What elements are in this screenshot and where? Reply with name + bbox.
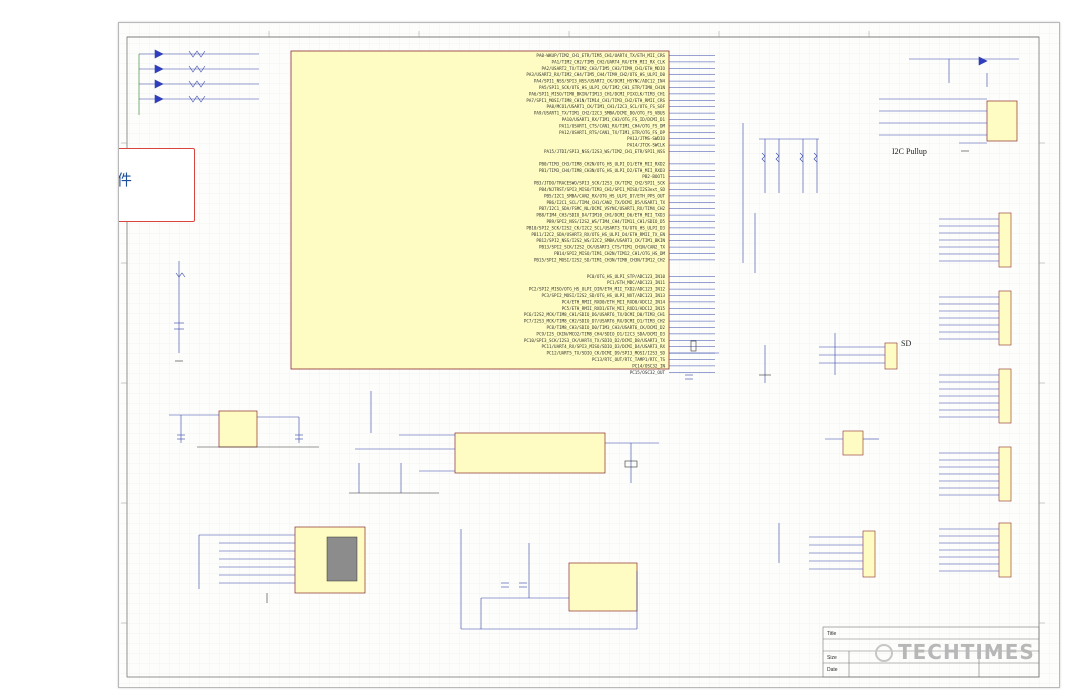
mcu-pin-label: PA8/MCO1/USART1_CK/TIM1_CH1/I2C3_SCL/OTG…	[547, 104, 666, 109]
mcu-pin-label: PC1/ETH_MDC/ADC123_IN11	[607, 280, 665, 285]
mcu-pin-label: PB6/I2C1_SCL/TIM4_CH1/CAN2_TX/DCMI_D5/US…	[547, 200, 666, 205]
mcu-pin-label: PA0-WKUP/TIM2_CH1_ETR/TIM5_CH1/UART4_TX/…	[536, 53, 665, 58]
mcu-pin-label: PB13/SPI2_SCK/I2S2_CK/USART3_CTS/TIM1_CH…	[539, 245, 666, 250]
mcu-pin-label: PC6/I2S2_MCK/TIM8_CH1/SDIO_D6/USART6_TX/…	[524, 312, 666, 317]
mcu-pin-label: PC15/OSC32_OUT	[630, 370, 666, 375]
svg-text:Title: Title	[827, 631, 836, 637]
title-block	[822, 626, 1040, 678]
current-measure-jumper	[842, 430, 864, 456]
mcu-pin-label: PC9/I2S_CKIN/MCO2/TIM8_CH4/SDIO_D1/I2C3_…	[536, 331, 665, 336]
mcu-pin-label: PA7/SPI1_MOSI/TIM8_CH1N/TIM14_CH1/TIM3_C…	[526, 98, 665, 103]
mcu-pin-label: PC13/RTC_OUT/RTC_TAMP1/RTC_TS	[592, 357, 666, 362]
mcu-pin-label: PB2-BOOT1	[642, 174, 665, 179]
mcu-pin-label: PC7/I2S3_MCK/TIM8_CH2/SDIO_D7/USART6_RX/…	[524, 319, 666, 324]
mcu-pin-label: PC0/OTG_HS_ULPI_STP/ADC123_IN10	[587, 274, 666, 279]
mcu-pin-label: PB8/TIM4_CH3/SDIO_D4/TIM10_CH1/DCMI_D6/E…	[536, 213, 665, 218]
frame-zone-ticks	[121, 31, 1045, 624]
reset-button	[174, 261, 186, 362]
watermark: TECHTIMES	[898, 640, 1035, 664]
mcu-pin-label: PA9/USART1_TX/TIM1_CH2/I2C3_SMBA/DCMI_D0…	[534, 111, 666, 116]
mcu-pin-label: PB9/SPI2_NSS/I2S2_WS/TIM4_CH4/TIM11_CH1/…	[547, 219, 666, 224]
mcu-pin-label: PA1/TIM2_CH2/TIM5_CH2/UART4_RX/ETH_MII_R…	[552, 59, 666, 64]
mcu-pin-label: PA6/SPI1_MISO/TIM8_BKIN/TIM13_CH1/DCMI_P…	[529, 91, 666, 96]
mcu-pin-label: PC14/OSC32_IN	[632, 363, 665, 368]
usb-protection-ic	[986, 100, 1018, 142]
annotation-box: AD格式原文件	[118, 148, 195, 222]
svg-text:Size: Size	[827, 655, 837, 661]
mcu-pin-label: PA3/USART2_RX/TIM2_CH4/TIM5_CH4/TIM9_CH2…	[526, 72, 665, 77]
mcu-pin-label: PB12/SPI2_NSS/I2S2_WS/I2C2_SMBA/USART3_C…	[536, 238, 665, 243]
mcu-pin-label: PC2/SPI2_MISO/OTG_HS_ULPI_DIR/ETH_MII_TX…	[529, 287, 666, 292]
sd-label: SD	[901, 339, 912, 348]
schematic-sheet: PA0-WKUP/TIM2_CH1_ETR/TIM5_CH1/UART4_TX/…	[118, 22, 1060, 688]
i2c-pullup-resistors	[742, 123, 819, 273]
led-array	[138, 49, 259, 115]
mcu-pin-label: PB11/I2C2_SDA/USART3_RX/OTG_HS_ULPI_D4/E…	[531, 232, 665, 237]
mcu-pin-label: PB5/I2C1_SMBA/CAN2_RX/OTG_HS_ULPI_D7/ETH…	[544, 193, 665, 198]
mcu-pin-label: PA10/USART1_RX/TIM1_CH3/OTG_FS_ID/DCMI_D…	[562, 117, 666, 122]
header-connector	[998, 446, 1012, 502]
swd-connector	[884, 342, 898, 370]
i2c-pullup-label: I2C Pullup	[892, 147, 927, 156]
header-connector	[998, 522, 1012, 578]
mcu-pin-label: PC4/ETH_RMII_RXD0/ETH_MII_RXD0/ADC12_IN1…	[562, 299, 666, 304]
schematic-drawing: PA0-WKUP/TIM2_CH1_ETR/TIM5_CH1/UART4_TX/…	[119, 23, 1059, 687]
mcu-pin-label: PA2/USART2_TX/TIM2_CH3/TIM5_CH3/TIM9_CH1…	[541, 66, 665, 71]
mcu-pin-label: PC11/UART4_RX/SPI3_MISO/SDIO_D3/DCMI_D4/…	[541, 344, 665, 349]
mcu-pin-label: PA15/JTDI/SPI3_NSS/I2S3_WS/TIM2_CH1_ETR/…	[544, 149, 665, 154]
mcu-pin-label: PB3/JTDO/TRACESWO/SPI3_SCK/I2S3_CK/TIM2_…	[534, 181, 666, 186]
mcu-pin-label: PC10/SPI3_SCK/I2S3_CK/UART4_TX/SDIO_D2/D…	[524, 338, 666, 343]
header-connector	[998, 212, 1012, 268]
header-connector	[998, 368, 1012, 424]
mcu-pin-label: PB15/SPI2_MOSI/I2S2_SD/TIM1_CH3N/TIM8_CH…	[534, 257, 666, 262]
mcu-pin-label: PC8/TIM8_CH3/SDIO_D0/TIM3_CH3/USART6_CK/…	[547, 325, 666, 330]
mcu-pin-label: PA12/USART1_RTS/CAN1_TX/TIM1_ETR/OTG_FS_…	[559, 130, 665, 135]
mcu-pin-lines: PA0-WKUP/TIM2_CH1_ETR/TIM5_CH1/UART4_TX/…	[524, 53, 715, 375]
header-connectors	[939, 212, 1012, 578]
mcu-pin-label: PB4/NJTRST/SPI3_MISO/TIM3_CH1/SPI1_MISO/…	[539, 187, 666, 192]
mcu-pin-label: PA14/JTCK-SWCLK	[627, 143, 665, 148]
power-ic	[568, 562, 638, 612]
mcu-pin-label: PB14/SPI2_MISO/TIM1_CH2N/TIM12_CH1/OTG_H…	[554, 251, 665, 256]
mcu-pin-label: PC3/SPI2_MOSI/I2S2_SD/OTG_HS_ULPI_NXT/AD…	[541, 293, 665, 298]
svg-text:Date: Date	[827, 667, 838, 673]
mcu-pin-label: PB1/TIM3_CH4/TIM8_CH3N/OTG_HS_ULPI_D2/ET…	[539, 168, 666, 173]
mcu-pin-label: PA5/SPI1_SCK/OTG_HS_ULPI_CK/TIM2_CH1_ETR…	[539, 85, 666, 90]
mcu-pin-label: PB7/I2C1_SDA/FSMC_NL/DCMI_VSYNC/USART1_R…	[539, 206, 666, 211]
mcu-pin-label: PB10/SPI2_SCK/I2S2_CK/I2C2_SCL/USART3_TX…	[526, 225, 665, 230]
display-header	[862, 530, 876, 578]
annotation-text: AD格式原文件	[118, 172, 132, 189]
mcu-pin-label: PA4/SPI1_NSS/SPI3_NSS/USART2_CK/DCMI_HSY…	[534, 79, 666, 84]
mcu-pin-label: PC5/ETH_RMII_RXD1/ETH_MII_RXD1/ADC12_IN1…	[562, 306, 666, 311]
mcu-pin-label: PC12/UART5_TX/SDIO_CK/DCMI_D9/SPI3_MOSI/…	[547, 351, 666, 356]
mcu-pin-label: PA13/JTMS-SWDIO	[627, 136, 665, 141]
mcu-pin-label: PB0/TIM3_CH3/TIM8_CH2N/OTG_HS_ULPI_D1/ET…	[539, 161, 666, 166]
header-connector	[998, 290, 1012, 346]
ldo-regulator	[218, 410, 258, 448]
mcu-power-block	[454, 432, 606, 474]
watermark-logo-icon	[875, 644, 893, 662]
mcu-block	[290, 50, 670, 370]
mcu-pin-label: PA11/USART1_CTS/CAN1_RX/TIM1_CH4/OTG_FS_…	[559, 123, 665, 128]
